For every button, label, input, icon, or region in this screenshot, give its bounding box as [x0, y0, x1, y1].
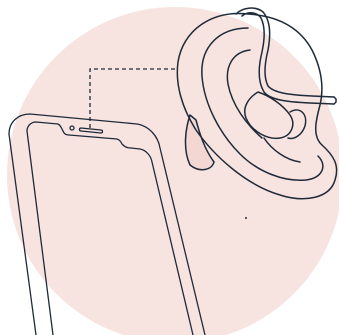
background-circle: [7, 7, 339, 335]
earpiece-tip: [334, 97, 336, 104]
small-dot: [245, 217, 247, 219]
